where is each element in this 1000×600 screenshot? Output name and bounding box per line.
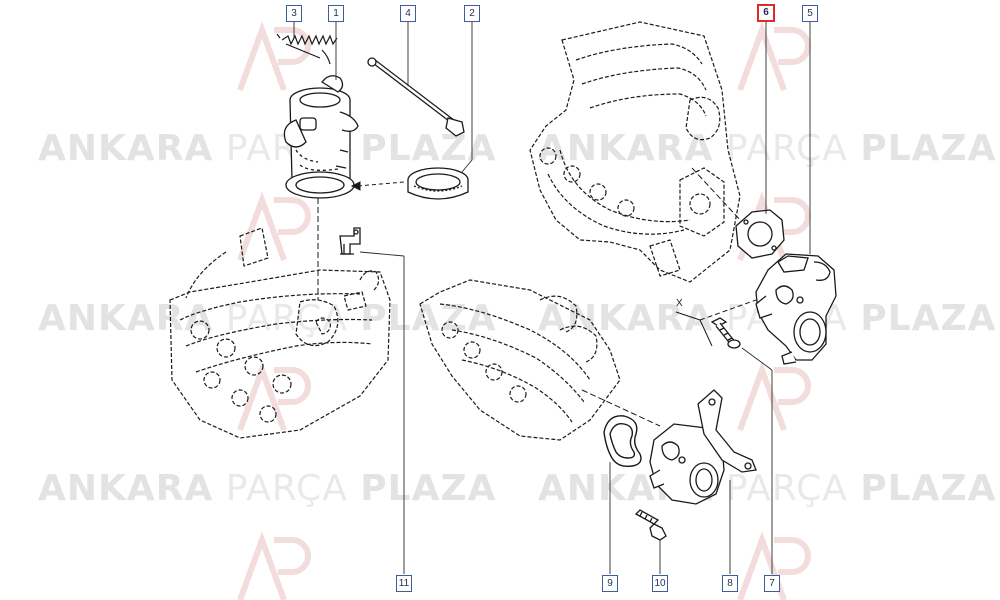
- callout-7: 7: [764, 575, 780, 592]
- watermark-logo: [737, 21, 811, 92]
- watermark-logo: [237, 191, 311, 262]
- callout-11: 11: [396, 575, 412, 592]
- callout-8: 8: [722, 575, 738, 592]
- callout-10: 10: [652, 575, 668, 592]
- assembly-guide: [691, 167, 743, 223]
- intake-manifold-right-upper: [529, 21, 741, 283]
- intake-manifold-lower: [419, 279, 621, 441]
- callout-6-highlighted: 6: [757, 4, 775, 22]
- throttle-body-right: [755, 253, 837, 365]
- throttle-body-lower: [649, 389, 757, 505]
- intake-manifold-left: [169, 227, 391, 439]
- bracket-clip: [339, 227, 361, 255]
- bolt-upper: [710, 317, 741, 349]
- callout-5: 5: [802, 5, 818, 22]
- linkage-rod: [367, 57, 465, 137]
- assembly-guide: [581, 389, 661, 427]
- x-marker-label: X: [676, 298, 683, 309]
- callout-2: 2: [464, 5, 480, 22]
- bolt-lower: [634, 509, 667, 541]
- callout-3: 3: [286, 5, 302, 22]
- leader-lines: [293, 22, 811, 574]
- seal-ring: [407, 167, 469, 200]
- watermark-logo: [237, 361, 311, 432]
- assembly-arrow: [350, 181, 405, 191]
- gasket: [735, 209, 785, 259]
- spring-part: [276, 33, 338, 65]
- callout-1: 1: [328, 5, 344, 22]
- watermark-logo: [237, 21, 311, 92]
- watermark-logo: [737, 361, 811, 432]
- throttle-body-upper: [283, 75, 359, 199]
- watermark-logo: [237, 531, 311, 600]
- x-reference-line: [675, 299, 757, 347]
- gasket-lower: [603, 415, 642, 468]
- callout-4: 4: [400, 5, 416, 22]
- callout-9: 9: [602, 575, 618, 592]
